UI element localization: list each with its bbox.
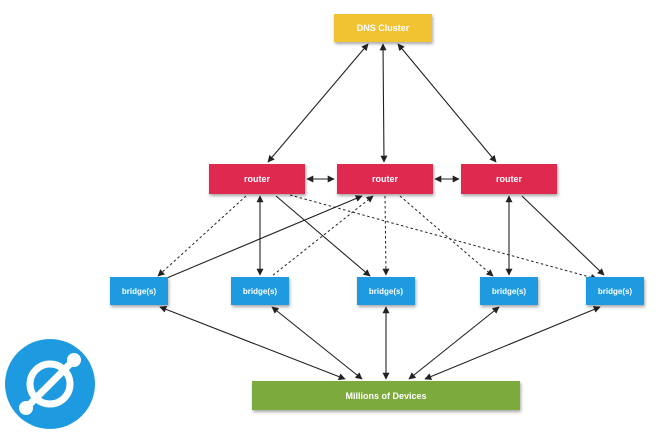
dns-cluster-node: DNS Cluster	[334, 14, 432, 42]
router-node-1: router	[209, 164, 305, 194]
bridge-node-1: bridge(s)	[110, 277, 168, 305]
edge-dns-router-1	[267, 43, 369, 163]
router-label: router	[495, 174, 522, 184]
edge-router-1-bridge-1	[157, 195, 247, 277]
dns-cluster-label: DNS Cluster	[356, 23, 410, 33]
bridge-node-2: bridge(s)	[231, 277, 289, 305]
bridge-label: bridge(s)	[597, 286, 633, 296]
edge-router-1-bridge-5	[289, 194, 598, 281]
edge-router-2-bridge-4	[399, 195, 494, 277]
edge-bridge-4-devices	[408, 306, 500, 380]
edge-router-2-bridge-2	[271, 195, 374, 277]
bridge-label: bridge(s)	[121, 286, 157, 296]
edge-dns-router-3	[397, 43, 497, 163]
devices-node: Millions of Devices	[252, 381, 520, 410]
router-label: router	[371, 174, 398, 184]
bridge-node-5: bridge(s)	[586, 277, 644, 305]
helium-logo-icon	[5, 339, 95, 429]
bridge-label: bridge(s)	[368, 286, 404, 296]
edge-bridge-2-devices	[271, 306, 363, 380]
edge-dns-router-2	[379, 43, 388, 163]
devices-label: Millions of Devices	[345, 390, 427, 401]
router-label: router	[243, 174, 270, 184]
bridge-label: bridge(s)	[242, 286, 278, 296]
edge-router-1-bridge-3	[275, 195, 371, 277]
bridge-node-4: bridge(s)	[480, 277, 538, 305]
edge-bridge-5-devices	[424, 306, 601, 380]
router-node-2: router	[337, 164, 433, 194]
edge-router-2-bridge-3	[382, 195, 390, 276]
edge-router-3-bridge-5	[521, 195, 605, 276]
bridge-label: bridge(s)	[491, 286, 527, 296]
edge-router-2-bridge-1	[154, 195, 363, 284]
router-node-3: router	[461, 164, 557, 194]
bridge-node-3: bridge(s)	[357, 277, 415, 305]
